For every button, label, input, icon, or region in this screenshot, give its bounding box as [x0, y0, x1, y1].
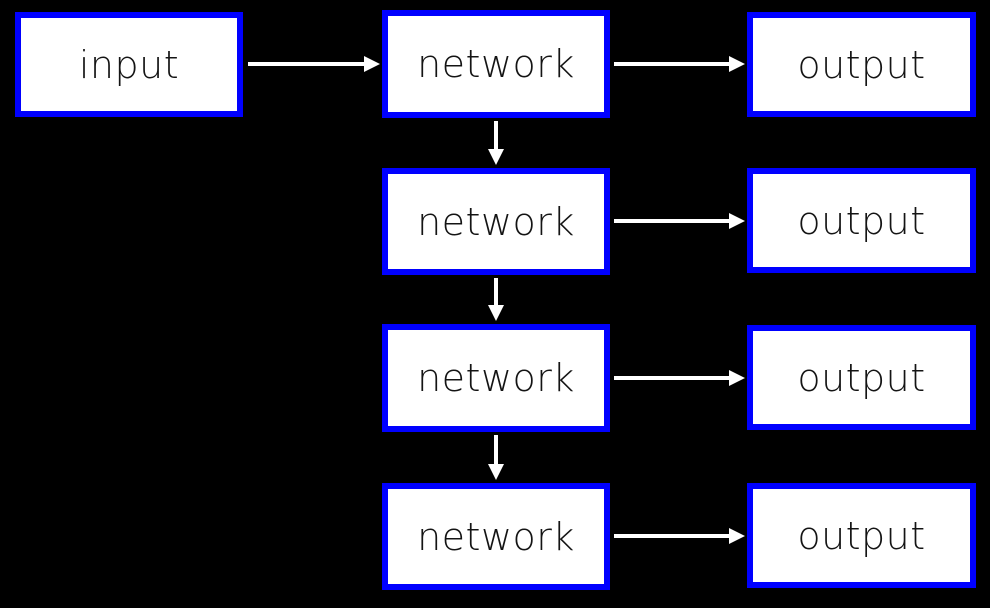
node-input-0[interactable]: input — [15, 12, 243, 117]
node-network-2[interactable]: network — [382, 168, 610, 275]
node-output-1[interactable]: output — [747, 12, 976, 117]
node-label-network-4: network — [417, 514, 575, 559]
node-label-output-4: output — [797, 513, 926, 558]
node-network-3[interactable]: network — [382, 324, 610, 432]
node-output-4[interactable]: output — [747, 483, 976, 588]
node-output-3[interactable]: output — [747, 325, 976, 430]
arrow-network-3-to-output-3 — [598, 362, 761, 394]
arrow-network-1-to-output-1 — [598, 48, 761, 80]
node-label-network-3: network — [417, 356, 575, 400]
node-label-output-3: output — [797, 355, 926, 400]
node-output-2[interactable]: output — [747, 168, 976, 273]
node-label-output-2: output — [797, 198, 926, 243]
node-label-output-1: output — [797, 42, 926, 87]
node-network-1[interactable]: network — [382, 10, 610, 118]
node-label-network-1: network — [417, 42, 575, 86]
node-label-network-2: network — [417, 199, 575, 244]
node-label-input-0: input — [78, 42, 180, 87]
node-network-4[interactable]: network — [382, 483, 610, 590]
arrow-input-to-network-1 — [232, 48, 396, 80]
arrow-network-2-to-output-2 — [598, 205, 761, 237]
arrow-network-4-to-output-4 — [598, 520, 761, 552]
